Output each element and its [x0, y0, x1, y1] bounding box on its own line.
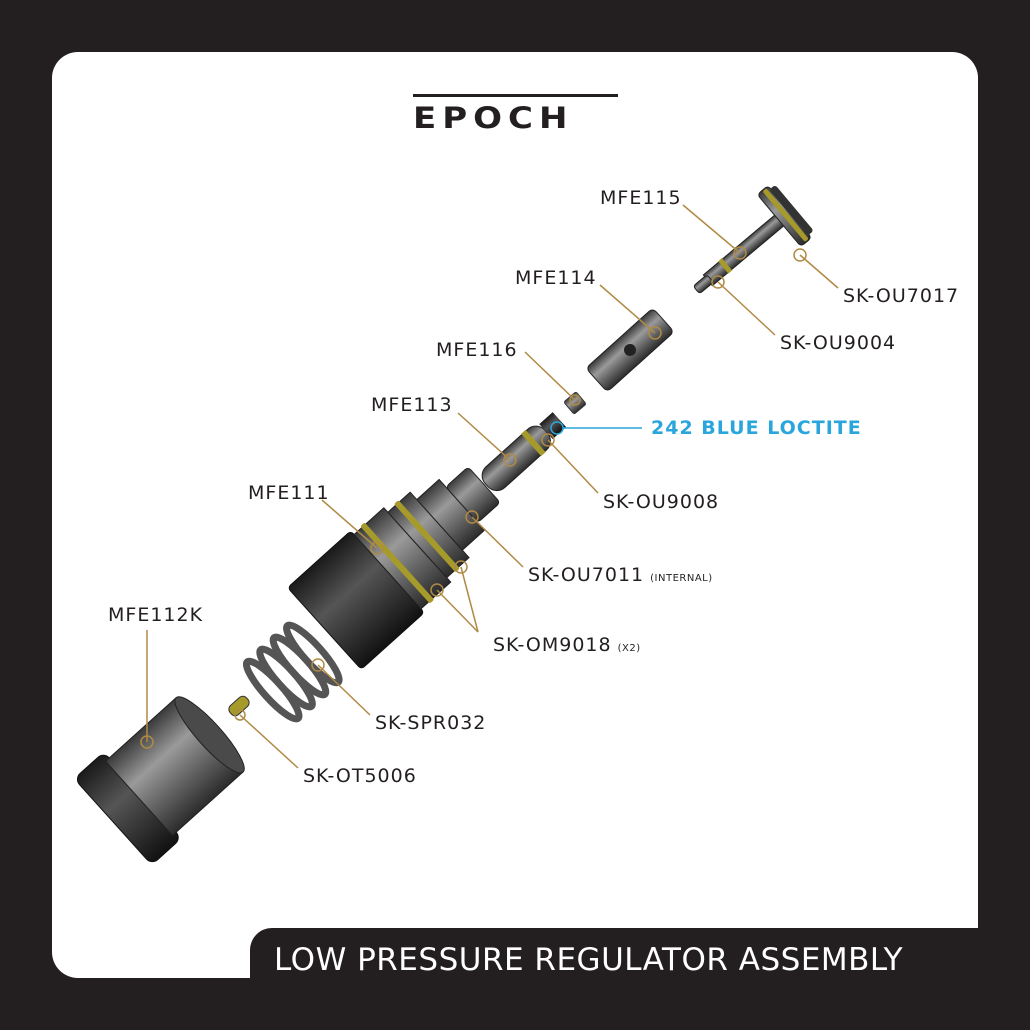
- part-mfe111: [288, 468, 500, 669]
- part-mfe114: [587, 309, 673, 391]
- label-mfe113: MFE113: [371, 394, 453, 416]
- label-sk-ou7011-code: SK-OU7011: [528, 564, 645, 586]
- label-mfe112k: MFE112K: [108, 604, 204, 626]
- label-sk-ou7011: SK-OU7011 (INTERNAL): [528, 565, 713, 589]
- label-mfe111: MFE111: [248, 482, 330, 504]
- page-title: LOW PRESSURE REGULATOR ASSEMBLY: [274, 942, 904, 978]
- part-mfe112k: [76, 696, 245, 863]
- epoch-logo: EPOCH: [413, 94, 618, 138]
- logo-text: EPOCH: [413, 101, 574, 136]
- label-mfe115: MFE115: [600, 187, 682, 209]
- label-sk-om9018-note: (X2): [617, 643, 641, 654]
- label-sk-ou9008: SK-OU9008: [603, 491, 720, 513]
- loctite-leader: [550, 421, 642, 435]
- part-sk-spr032: [242, 621, 343, 723]
- label-sk-spr032: SK-SPR032: [375, 712, 487, 734]
- leader-lines: [140, 204, 839, 769]
- label-242-blue-loctite: 242 BLUE LOCTITE: [651, 417, 862, 439]
- label-sk-ou7011-note: (INTERNAL): [650, 573, 713, 584]
- label-mfe116: MFE116: [436, 339, 518, 361]
- title-bar: [250, 928, 1030, 1030]
- label-mfe114: MFE114: [515, 267, 597, 289]
- label-sk-om9018-code: SK-OM9018: [493, 634, 612, 656]
- logo-rule: [413, 94, 618, 97]
- part-mfe115: [693, 185, 813, 294]
- label-sk-ou7017: SK-OU7017: [843, 285, 960, 307]
- diagram-card: [52, 52, 978, 978]
- label-sk-ot5006: SK-OT5006: [303, 765, 417, 787]
- part-sk-ot5006: [228, 695, 250, 717]
- label-sk-ou9004: SK-OU9004: [780, 332, 897, 354]
- label-sk-om9018: SK-OM9018 (X2): [493, 635, 641, 659]
